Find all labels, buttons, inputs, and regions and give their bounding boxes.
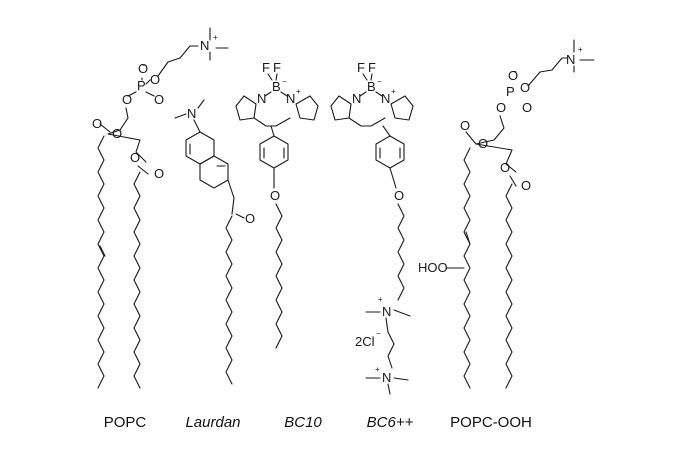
popc-ooh-carbonyl-o: O (521, 178, 531, 193)
bc6-ammonium-charge: + (375, 365, 380, 374)
bc6-hexyl-linker (397, 203, 405, 301)
popc-palmitoyl-chain (133, 171, 141, 389)
bc6-ammonium-n: N (382, 370, 391, 385)
popc-choline-group: N + (157, 27, 229, 77)
bc6-n-atom: N (381, 91, 390, 106)
caption-laurdan: Laurdan (185, 414, 240, 431)
bc10-ether-o: O (270, 188, 280, 203)
popc-ooh-p-atom: P (506, 84, 515, 99)
popc-ooh-palmitoyl-chain (505, 183, 513, 389)
bc10-b-charge: − (282, 77, 287, 86)
bc6-left-pyrrole (330, 95, 352, 121)
popc-phosphate-group: O P O − O O (122, 61, 164, 107)
bc6-structure: F F B − N N + O N + 2Cl − N + (330, 60, 414, 395)
bc6-counterion-charge: − (376, 329, 381, 338)
bc6-ammonium-n: N (382, 304, 391, 319)
caption-bc10: BC10 (284, 414, 322, 431)
bc10-right-pyrrole (295, 95, 319, 121)
popc-ooh-n-charge: + (578, 45, 583, 54)
bc6-n-atom: N (352, 91, 361, 106)
popc-ooh-o-atom: O (500, 160, 510, 175)
popc-carbonyl-o: O (92, 116, 102, 131)
popc-o-atom: O (122, 92, 132, 107)
laurdan-n-atom: N (187, 106, 196, 121)
bc6-counterion: 2Cl (355, 334, 375, 349)
bc10-n-atom: N (257, 91, 266, 106)
popc-ooh-o-atom: O (522, 100, 532, 115)
popc-ooh-structure: N + O P O − O O O O O O HOO (418, 39, 595, 389)
popc-n-charge: + (213, 33, 218, 42)
laurdan-ring-b (199, 155, 229, 189)
bc10-f-atom: F (273, 60, 281, 75)
bc6-f-atom: F (357, 60, 365, 75)
popc-structure: N + O P O − O O O O O O (92, 27, 229, 389)
laurdan-structure: N O (174, 99, 255, 385)
popc-o-atom: O (150, 72, 160, 87)
popc-o-atom: O (112, 126, 122, 141)
popc-ooh-oxidized-chain (463, 147, 471, 389)
popc-p-atom: P (137, 78, 146, 93)
popc-o-atom: O (154, 92, 164, 107)
laurdan-carbonyl-o: O (245, 211, 255, 226)
popc-ooh-n-atom: N (566, 52, 575, 67)
popc-ooh-phosphate-group: O P O − O O (496, 67, 532, 115)
popc-ooh-choline-group: N + (527, 39, 595, 87)
popc-ooh-o-atom: O (496, 100, 506, 115)
popc-ooh-o-atom: O (520, 80, 530, 95)
popc-n-atom: N (200, 38, 209, 53)
caption-popc-ooh: POPC-OOH (450, 414, 532, 431)
caption-popc: POPC (104, 414, 147, 431)
caption-bc6: BC6++ (367, 414, 414, 431)
bc10-n-charge: + (296, 87, 301, 96)
popc-ooh-hydroperoxide: HOO (418, 260, 448, 275)
bc6-ammonium-charge: + (378, 295, 383, 304)
bc10-f-atom: F (262, 60, 270, 75)
popc-ooh-o-atom: O (508, 68, 518, 83)
bc6-b-atom: B (367, 79, 376, 94)
bc10-left-pyrrole (235, 95, 257, 121)
popc-o-atom: O (130, 150, 140, 165)
bc6-ether-o: O (394, 188, 404, 203)
popc-o-atom: O (138, 61, 148, 76)
bc6-n-charge: + (391, 87, 396, 96)
bc10-n-atom: N (286, 91, 295, 106)
popc-ooh-carbonyl-o: O (460, 118, 470, 133)
laurdan-alkyl-chain (225, 215, 233, 385)
bc10-b-atom: B (272, 79, 281, 94)
popc-ooh-o-charge: − (512, 67, 517, 76)
popc-oleoyl-chain (97, 135, 105, 389)
bc6-f-atom: F (368, 60, 376, 75)
bc10-structure: F F B − N N + O (235, 60, 319, 349)
popc-carbonyl-o: O (154, 166, 164, 181)
bc10-decyl-chain (275, 203, 283, 349)
bc6-b-charge: − (377, 77, 382, 86)
popc-o-charge: − (142, 61, 147, 70)
popc-ooh-o-atom: O (478, 136, 488, 151)
bc6-right-pyrrole (390, 95, 414, 121)
